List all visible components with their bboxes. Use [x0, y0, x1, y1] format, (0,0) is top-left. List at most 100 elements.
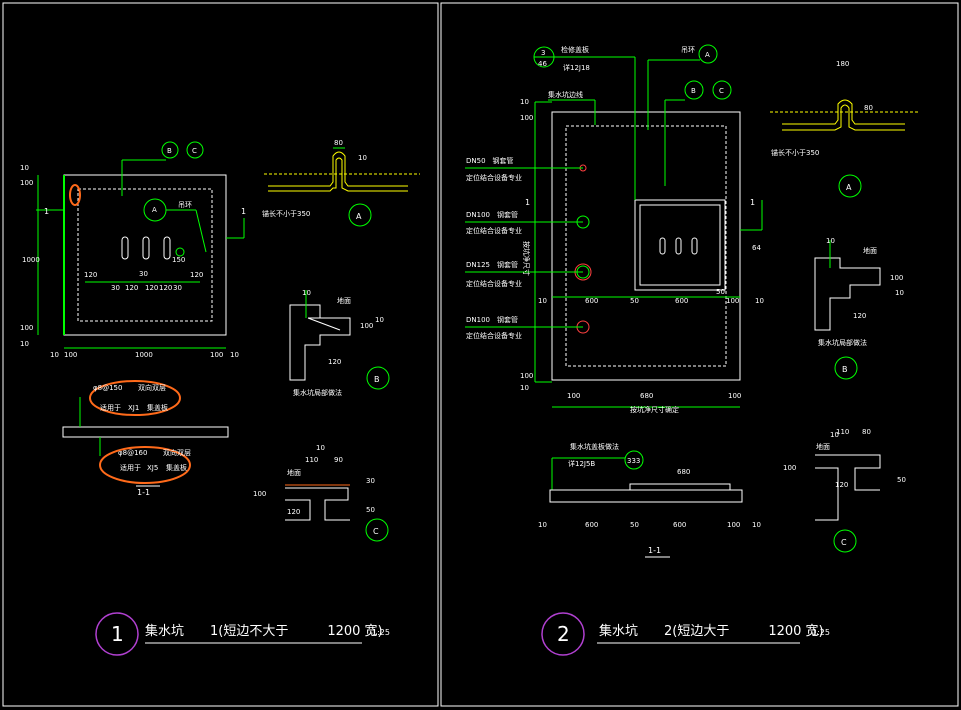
sheet2-cover-std: 详12J5B: [568, 459, 595, 468]
sheet2-detail-a-circle: [838, 174, 862, 198]
sheet1-cut-left: 1: [44, 207, 49, 216]
sheet2-detail-a-d180: 180: [836, 60, 849, 68]
sheet1-hook-label: 吊环: [178, 201, 192, 209]
sheet1-note-1b: 双向双层: [138, 383, 166, 392]
sheet2-detail-c-d10: 10: [830, 431, 839, 439]
sheet1-number-circle: [95, 612, 139, 656]
sheet2-section: [549, 450, 743, 558]
sheet1-detail-b-d10: 10: [302, 289, 311, 297]
sheet2-pipe1: DN50 钢套管: [466, 156, 514, 165]
sheet2-pipe2b: 定位结合设备专业: [466, 226, 522, 235]
sheet2-ref-c: C: [719, 87, 724, 95]
sheet2-detail-c-d50: 50: [897, 476, 906, 484]
sheet2-ref-c-circle: [712, 80, 732, 100]
sheet2-hook-label: 吊环: [681, 46, 695, 54]
sheet2-d10b: 10: [520, 384, 529, 392]
sheet1-detail-c-d110: 110: [305, 456, 318, 464]
sheet1-note-2c: 集盖板: [147, 403, 168, 412]
sheet2-detail-a-d80: 80: [864, 104, 873, 112]
sheet2-repair-label: 检修盖板: [561, 45, 589, 54]
sheet1-d30b: 30: [111, 284, 120, 292]
sheet1-note-4c: 集盖板: [166, 463, 187, 472]
sheet2-detail-b-caption: 集水坑局部做法: [818, 338, 867, 347]
sheet1-note-3b: 双向双层: [163, 448, 191, 457]
sheet2-pipe3: DN125 钢套管: [466, 260, 518, 269]
sheet1-detail-c-d50: 50: [366, 506, 375, 514]
sheet2-number: 2: [557, 622, 570, 646]
sheet2-detail-c-d110: 110: [836, 428, 849, 436]
sheet2-ref3: 3: [541, 49, 545, 57]
sheet2-section-label: 1-1: [648, 546, 661, 555]
sheet2-ref46: 46: [538, 60, 547, 68]
sheet2-pipe1b: 定位结合设备专业: [466, 173, 522, 182]
sheet2-scale: 1:25: [812, 628, 830, 637]
sheet1-detail-a-d80: 80: [334, 139, 343, 147]
sheet2-cut-left: 1: [525, 198, 530, 207]
sheet2-d100a: 100: [520, 114, 533, 122]
sheet2-detail-b-d120: 120: [853, 312, 866, 320]
sheet2-width-label-left: 按坑净尺寸: [522, 241, 531, 276]
sheet1-note-4b: XJ5: [147, 464, 158, 472]
sheet1-d120e: 120: [159, 284, 172, 292]
sheet1-markup-1: [69, 184, 81, 206]
sheet2-detail-b-d100: 100: [890, 274, 903, 282]
sheet1-dim-h-10a: 10: [50, 351, 59, 359]
sheet2-detail-b: [814, 240, 881, 380]
sheet2-pipe4: DN100 钢套管: [466, 315, 518, 324]
sheet2-frame: [440, 2, 959, 707]
sheet1-dim-h-100b: 100: [210, 351, 223, 359]
sheet1-detail-b-d10b: 10: [375, 316, 384, 324]
sheet2-cut-right: 1: [750, 198, 755, 207]
sheet2-section-d10a: 10: [538, 521, 547, 529]
sheet1-ref-b: B: [167, 147, 172, 155]
sheet2-detail-a-ref: A: [846, 183, 852, 192]
sheet2-cover-label: 集水坑盖板做法: [570, 442, 619, 451]
sheet1-markup-2: [89, 380, 181, 416]
sheet1-detail-a-d10: 10: [358, 154, 367, 162]
sheet1-ref-c: C: [192, 147, 197, 155]
sheet1-detail-c-d30: 30: [366, 477, 375, 485]
sheet1-detail-b-ref: B: [374, 375, 380, 384]
sheet2-detail-a: [770, 99, 920, 198]
sheet1-detail-b-d120: 120: [328, 358, 341, 366]
sheet2-width-label: 按坑净尺寸确定: [630, 405, 679, 414]
sheet2-d600b: 600: [675, 297, 688, 305]
sheet1-dim-h-1000: 1000: [135, 351, 153, 359]
sheet2-section-d100: 100: [727, 521, 740, 529]
sheet1-dim-bot-10: 10: [20, 340, 29, 348]
sheet2-detail-c-d100: 100: [783, 464, 796, 472]
sheet2-d64: 64: [752, 244, 761, 252]
sheet1-detail-b-circle: [366, 366, 390, 390]
sheet1-d120b: 120: [190, 271, 203, 279]
sheet2-d10a: 10: [538, 297, 547, 305]
sheet1-markup-3: [99, 446, 191, 484]
sheet1-frame: [2, 2, 439, 707]
sheet1-detail-a-ref: A: [356, 212, 362, 221]
sheet2-detail-b-d10b: 10: [895, 289, 904, 297]
sheet2-section-d600a: 600: [585, 521, 598, 529]
sheet2-detail-b-floor: 地面: [863, 246, 877, 255]
sheet2-detail-b-d10: 10: [826, 237, 835, 245]
sheet2-pipe4b: 定位结合设备专业: [466, 331, 522, 340]
sheet1-cut-right: 1: [241, 207, 246, 216]
sheet1-dim-h-10b: 10: [230, 351, 239, 359]
sheet2-d50a: 50: [630, 297, 639, 305]
sheet1-detail-c-d100: 100: [253, 490, 266, 498]
sheet1-detail-c-circle: [365, 518, 389, 542]
sheet1-section-label: 1-1: [137, 488, 150, 497]
sheet1-title: 集水坑 1(短边不大于 1200 宽): [145, 623, 383, 639]
sheet1-detail-a-circle: [348, 203, 372, 227]
sheet2-d100b: 100: [520, 372, 533, 380]
sheet2-d600a: 600: [585, 297, 598, 305]
sheet2-d50b: 50: [716, 288, 725, 296]
sheet2: 3 46 检修盖板 详12J18 吊环 A B C 集水坑边线 DN50 钢套管…: [465, 44, 920, 656]
sheet1-dim-1000: 1000: [22, 256, 40, 264]
sheet1-scale: 1:25: [372, 628, 390, 637]
sheet2-section-d680: 680: [677, 468, 690, 476]
sheet2-detail-c: [815, 454, 881, 553]
sheet2-detail-b-circle: [834, 356, 858, 380]
sheet1-detail-b-d100: 100: [360, 322, 373, 330]
sheet1-detail-c-d90: 90: [334, 456, 343, 464]
sheet2-d100d: 100: [567, 392, 580, 400]
